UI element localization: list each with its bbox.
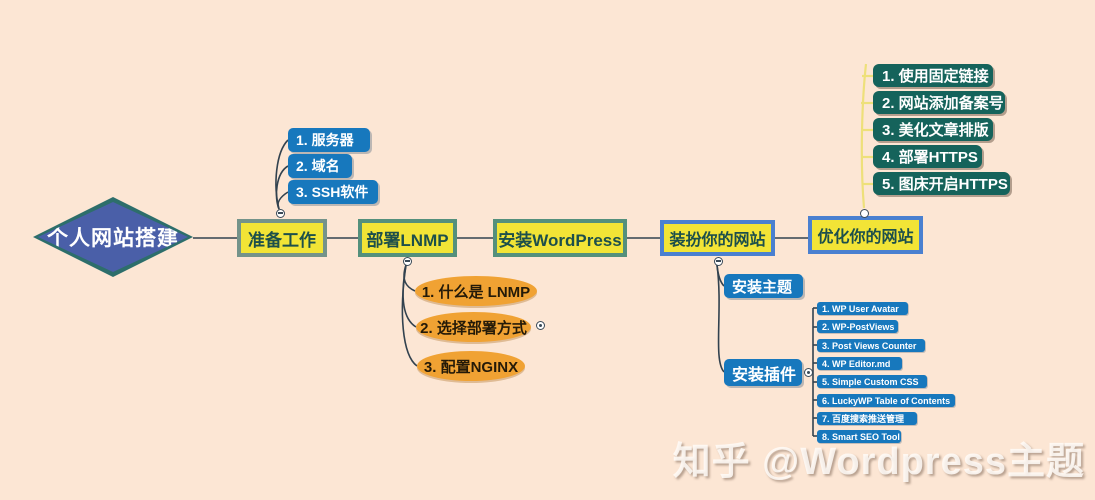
optimize-item-typography[interactable]: 3. 美化文章排版 [873, 118, 993, 141]
plugin-item-luckywp-toc[interactable]: 6. LuckyWP Table of Contents [817, 394, 955, 407]
node-lnmp[interactable]: 部署LNMP [358, 219, 457, 257]
decorate-item-install-theme[interactable]: 安装主题 [724, 274, 803, 298]
plugin-item-simple-custom-css[interactable]: 5. Simple Custom CSS [817, 375, 927, 388]
plugin-item-post-views-counter[interactable]: 3. Post Views Counter [817, 339, 925, 352]
node-decorate[interactable]: 装扮你的网站 [660, 220, 775, 256]
lnmp-item-deploy-method[interactable]: 2. 选择部署方式 [416, 312, 531, 342]
collapse-button-plugins[interactable] [803, 367, 813, 377]
prepare-item-server[interactable]: 1. 服务器 [288, 128, 370, 152]
node-optimize[interactable]: 优化你的网站 [808, 216, 923, 254]
collapse-button-decorate[interactable] [713, 256, 723, 266]
collapse-button-prepare[interactable] [275, 208, 285, 218]
plugin-item-baidu-push[interactable]: 7. 百度搜索推送管理 [817, 412, 917, 425]
root-node[interactable]: 个人网站搭建 [33, 197, 193, 277]
plugin-item-wp-postviews[interactable]: 2. WP-PostViews [817, 320, 898, 333]
collapse-button-lnmp[interactable] [402, 256, 412, 266]
node-prepare[interactable]: 准备工作 [237, 219, 327, 257]
prepare-item-ssh[interactable]: 3. SSH软件 [288, 180, 378, 204]
optimize-item-deploy-https[interactable]: 4. 部署HTTPS [873, 145, 982, 168]
optimize-item-icp-number[interactable]: 2. 网站添加备案号 [873, 91, 1005, 114]
root-node-label: 个人网站搭建 [47, 227, 179, 250]
node-wordpress[interactable]: 安装WordPress [493, 219, 627, 257]
expand-button-deploy-method[interactable] [535, 320, 545, 330]
plugin-item-smart-seo-tool[interactable]: 8. Smart SEO Tool [817, 430, 901, 443]
watermark: 知乎 @Wordpress主题 [672, 441, 1085, 483]
prepare-item-domain[interactable]: 2. 域名 [288, 154, 352, 178]
collapse-button-optimize[interactable] [859, 208, 869, 218]
plugin-item-wp-editor-md[interactable]: 4. WP Editor.md [817, 357, 902, 370]
lnmp-item-configure-nginx[interactable]: 3. 配置NGINX [417, 351, 525, 381]
plugin-item-wp-user-avatar[interactable]: 1. WP User Avatar [817, 302, 908, 315]
optimize-item-permalink[interactable]: 1. 使用固定链接 [873, 64, 993, 87]
root-node-face: 个人网站搭建 [38, 202, 188, 272]
decorate-item-install-plugins[interactable]: 安装插件 [724, 359, 802, 386]
optimize-item-imagebed-https[interactable]: 5. 图床开启HTTPS [873, 172, 1010, 195]
lnmp-item-what-is-lnmp[interactable]: 1. 什么是 LNMP [415, 276, 537, 306]
